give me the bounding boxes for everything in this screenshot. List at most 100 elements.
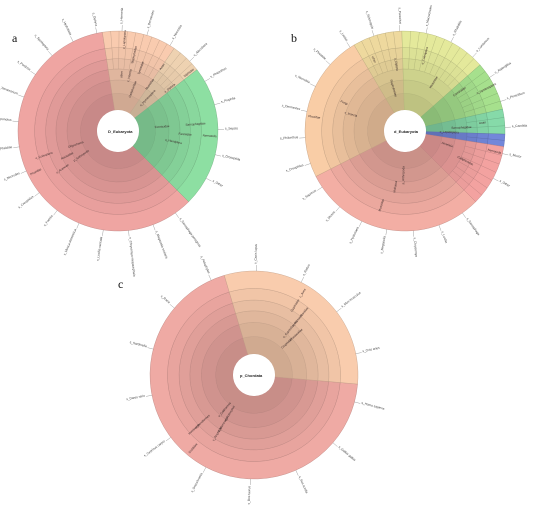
panel-b-slice-divider xyxy=(388,49,391,61)
panel-b-segment-label: p_Arthropoda xyxy=(401,166,405,185)
panel-a-outer-label: s_Dermestes xyxy=(146,9,155,29)
panel-a-segment-label: o_Lepidoptera xyxy=(122,29,128,49)
panel-b-slice-divider xyxy=(458,161,469,167)
panel-b-slice-divider xyxy=(479,85,495,94)
panel-b-slice-divider xyxy=(368,37,376,54)
panel-c-segment-label: c_Amphibia xyxy=(211,426,223,442)
panel-b-slice-divider xyxy=(466,136,478,138)
panel-b-segment-label: Nematoda xyxy=(487,148,502,155)
panel-a-rings xyxy=(17,30,219,232)
panel-b-slice-divider xyxy=(464,172,474,179)
panel-b-leader-line xyxy=(335,206,340,212)
panel-a-leader-line xyxy=(146,29,149,36)
panel-b-slice-divider xyxy=(395,48,397,60)
panel-a-segment-label: o_Araneae xyxy=(55,163,70,175)
panel-c-krona-chart: c c_Actinopterio_Cypriniformeso_Percifor… xyxy=(118,244,385,505)
panel-b-outer-label: s_Chrysomya xyxy=(413,237,419,257)
panel-b-segment-label: Muscidae xyxy=(377,198,385,212)
panel-a-outer-label: s_Philonthus xyxy=(209,66,227,79)
panel-b-slice-divider xyxy=(473,105,485,110)
panel-a-slice-divider xyxy=(124,47,127,59)
panel-b-leader-line xyxy=(502,153,509,156)
panel-b-slice-divider xyxy=(469,92,480,99)
panel-a-leader-line xyxy=(214,102,221,105)
panel-b-slice-divider xyxy=(450,47,461,62)
panel-b-slice-divider xyxy=(475,78,491,88)
panel-a-center-label: D_Eukaryota xyxy=(108,129,133,134)
panel-b-slice-divider xyxy=(487,117,505,120)
panel-a-slice-divider xyxy=(156,74,164,83)
panel-b-outer-label: s_Solenopsis xyxy=(365,10,375,30)
panel-b-outer-label: s_Penicillium xyxy=(506,91,525,100)
panel-c-leader-line xyxy=(147,347,154,350)
panel-b-slice-divider xyxy=(437,39,445,55)
panel-c-outer-label: s_Pelophylax xyxy=(200,255,212,274)
panel-c-wedge-0-ring-5 xyxy=(149,275,358,480)
panel-b-outer-label: s_Aspergillus xyxy=(494,61,512,75)
panel-b-slice-divider xyxy=(461,156,471,162)
panel-b-segment-label: Acari xyxy=(479,120,487,125)
panel-b-slice-divider xyxy=(439,57,445,68)
panel-a-outer-label: s_Lucilia sericata xyxy=(96,236,104,261)
panel-a-leader-line xyxy=(12,120,19,122)
panel-b-slice-divider xyxy=(427,51,432,63)
panel-b-segment-label: Phoridae xyxy=(308,114,321,120)
panel-a-leader-line xyxy=(175,212,179,218)
panel-b-outer-label: s_Candida xyxy=(512,124,528,129)
panel-c-outer-label: s_Sardinella xyxy=(129,340,147,348)
panel-a-segment-label: Muscidae xyxy=(144,78,155,91)
panel-c-outer-label: s_Mus musculus xyxy=(340,290,362,308)
panel-c-segment-label: Cichlidae xyxy=(188,442,199,454)
panel-b-slice-divider xyxy=(464,109,475,113)
panel-b-outer-label: s_Pheidole xyxy=(313,47,328,61)
panel-a-segment-label: Acari xyxy=(158,63,165,71)
panel-c-center-hole xyxy=(233,354,275,396)
panel-c-outer-label: s_Ovis aries xyxy=(362,346,380,354)
panel-b-slice-divider xyxy=(460,177,470,185)
panel-b-leader-line xyxy=(450,36,454,43)
panel-a-wedge-0-ring-5 xyxy=(17,32,189,232)
panel-b-center-hole xyxy=(384,110,426,152)
panel-a-segment-label: o_Hemiptera xyxy=(165,138,183,145)
panel-b-slice-divider xyxy=(416,32,420,49)
panel-b-wedge-5-ring-5 xyxy=(486,108,506,135)
panel-b-slice-divider xyxy=(431,36,437,52)
panel-b-outer-label: s_Lumbricus xyxy=(475,36,490,52)
panel-c-segment-label: Ranidae xyxy=(299,306,309,317)
panel-b-slice-divider xyxy=(480,165,497,173)
panel-a-leader-line xyxy=(48,51,53,56)
panel-b-slice-divider xyxy=(454,70,463,79)
panel-a-segment-label: Oligochaeta xyxy=(68,140,85,149)
panel-b-slice-divider xyxy=(473,154,484,159)
panel-a-slice-divider xyxy=(170,52,181,67)
panel-c-outer-label: s_Homo sapiens xyxy=(361,401,385,411)
panel-a-krona-chart: a p_Arthropodac_Insectao_DipteraSarcopha… xyxy=(0,7,241,277)
panel-b-rings xyxy=(304,30,506,232)
panel-b-slice-divider xyxy=(457,92,467,99)
panel-b-center-label: d_Eukaryota xyxy=(394,129,419,134)
panel-b-segment-label: Formicidae xyxy=(452,86,467,98)
panel-c-segment-label: c_Aves xyxy=(298,287,307,298)
panel-b-slice-divider xyxy=(484,100,501,107)
panel-c-letter: c xyxy=(118,277,123,291)
panel-c-leader-line xyxy=(336,308,342,312)
panel-a-outer-label: s_Piophila xyxy=(220,96,235,104)
panel-b-leader-line xyxy=(385,229,388,236)
panel-a-outer-label: s_Sepsis xyxy=(225,126,238,130)
panel-b-segment-label: other xyxy=(371,56,377,64)
panel-b-slice-divider xyxy=(419,60,422,71)
panel-a-outer-label: s_Megaselia scalaris xyxy=(155,230,169,259)
panel-a-outer-label: s_Pardosa xyxy=(17,60,32,72)
panel-a-slice-divider xyxy=(133,61,137,72)
panel-b-leader-line xyxy=(500,99,507,102)
panel-a-segment-label: Lycosidae xyxy=(136,60,145,74)
panel-a-segment-label: Sarcophagidae xyxy=(185,121,206,127)
panel-a-slice-divider xyxy=(158,43,168,59)
panel-b-slice-divider xyxy=(468,184,482,196)
panel-b-outer-label: s_Sarcophaga xyxy=(466,217,481,236)
panel-b-slice-divider xyxy=(475,148,486,152)
panel-a-outer-label: s_Spodoptera xyxy=(34,34,50,52)
panel-a-slice-divider xyxy=(146,36,153,53)
panel-c-center-label: p_Chordata xyxy=(240,373,263,378)
